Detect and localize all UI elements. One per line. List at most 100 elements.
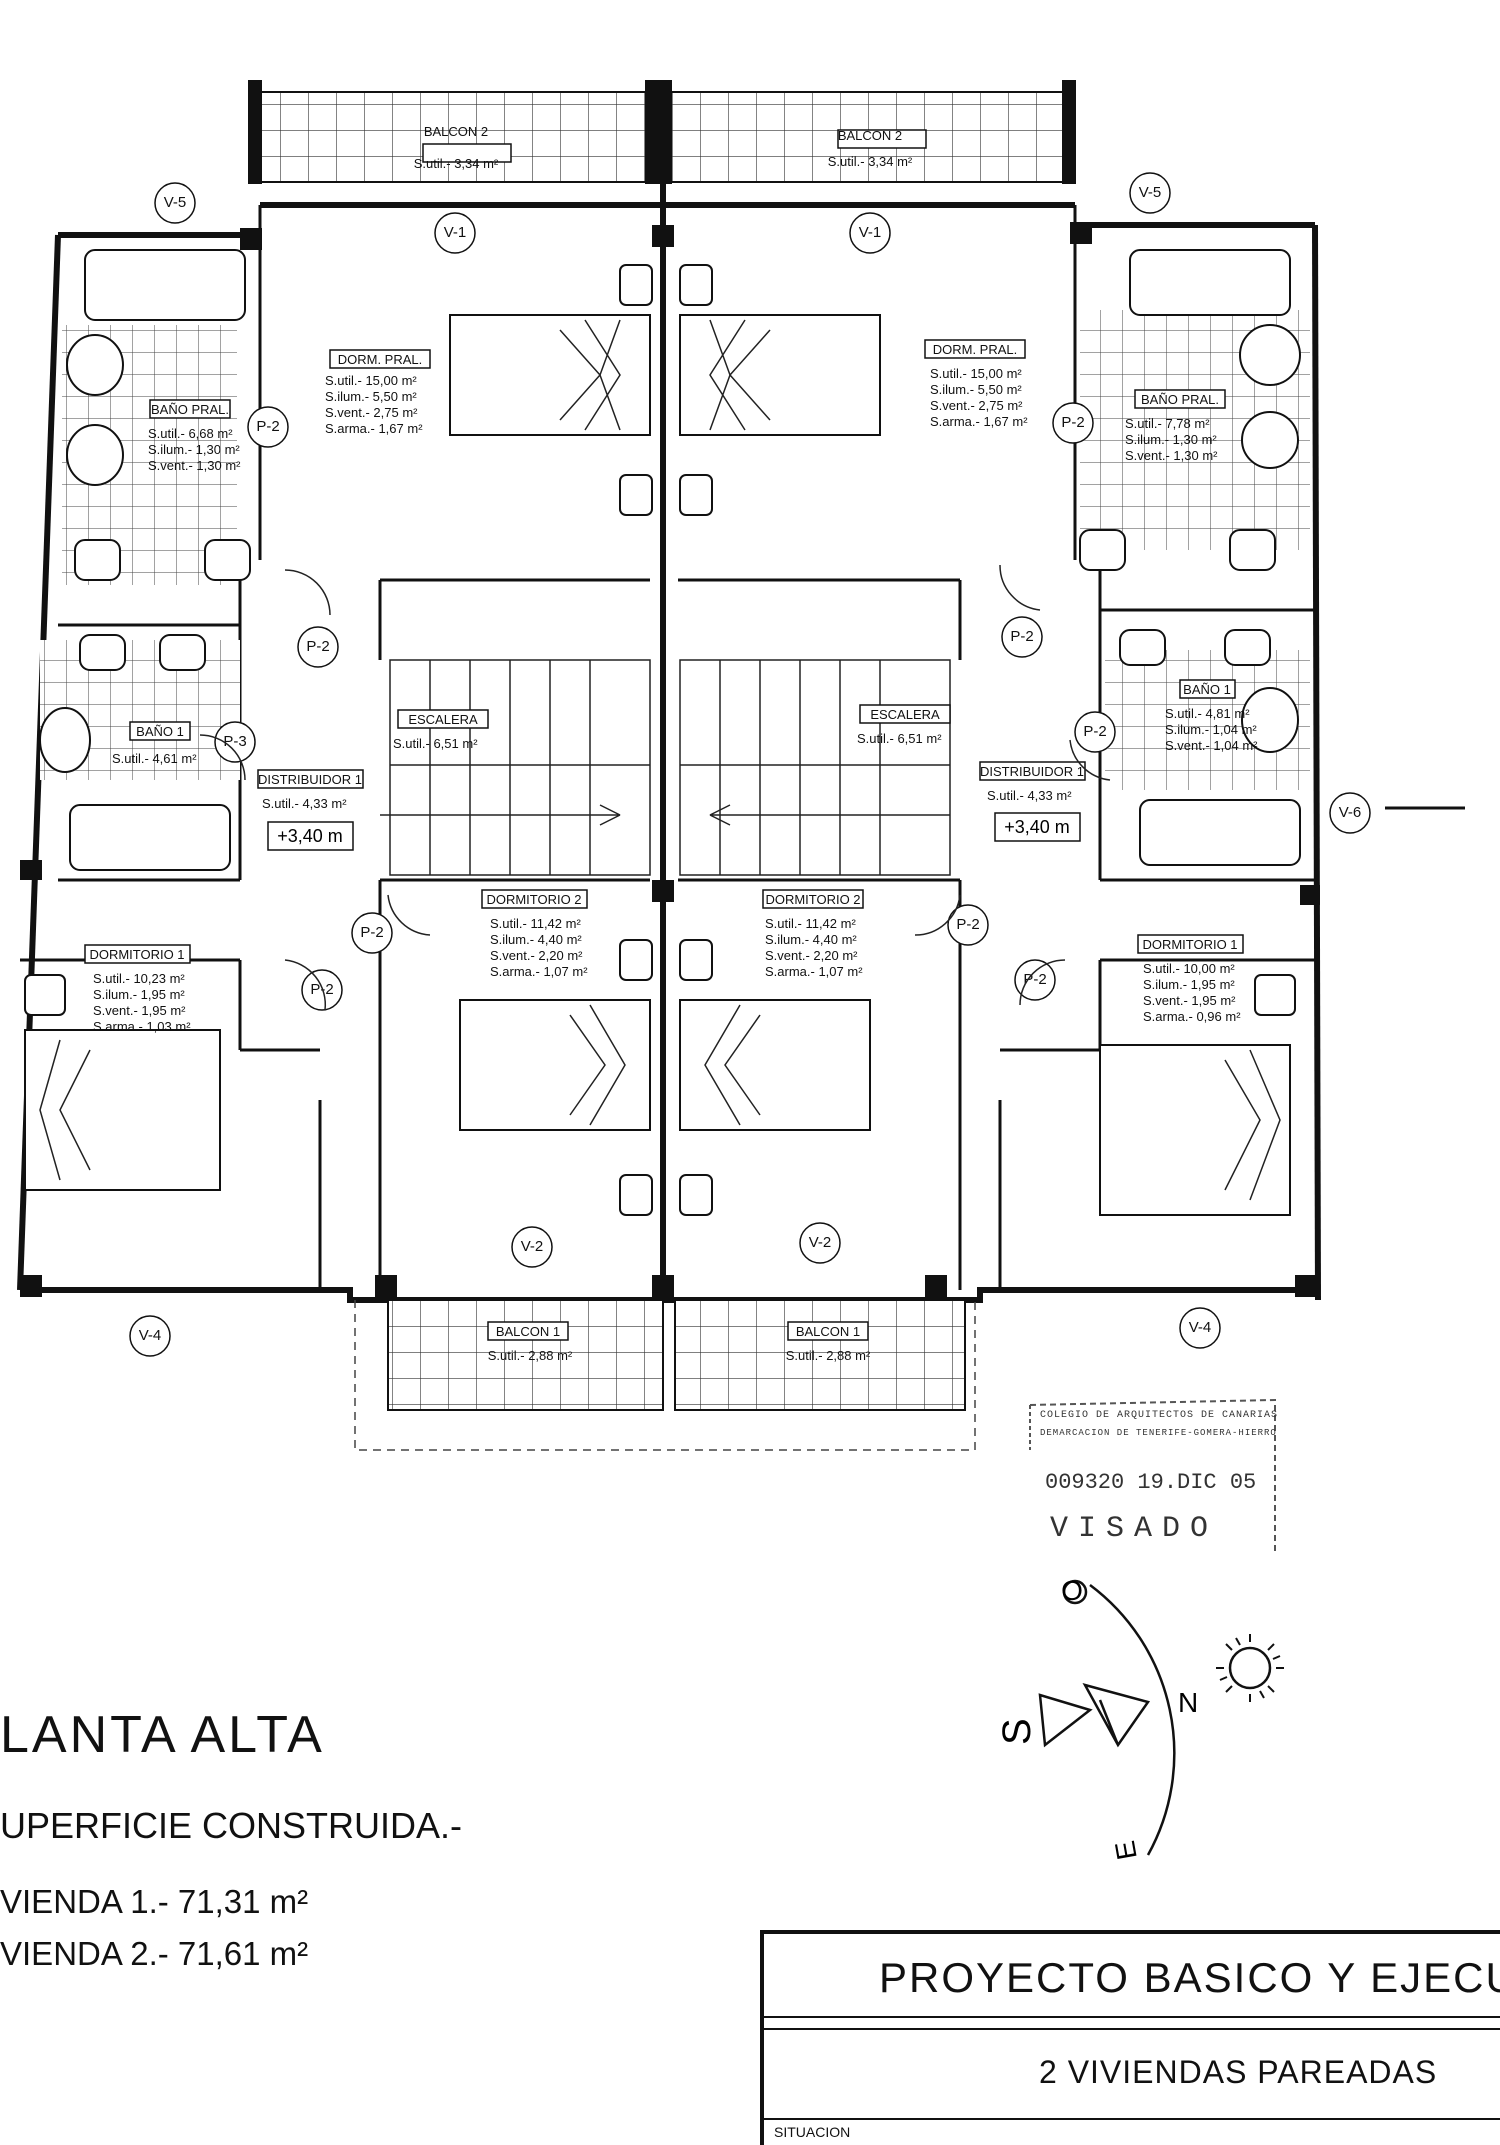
dormitorio-1-right-util: S.util.- 10,00 m² bbox=[1143, 961, 1235, 976]
dormitorio-2-left-vent: S.vent.- 2,20 m² bbox=[490, 948, 583, 963]
bed-dormitorio-2-left bbox=[459, 939, 653, 1216]
dorm-pral-left-vent: S.vent.- 2,75 m² bbox=[325, 405, 418, 420]
bed-dorm-pral-right bbox=[679, 264, 881, 516]
svg-text:V-2: V-2 bbox=[809, 1234, 832, 1251]
dormitorio-1-left-vent: S.vent.- 1,95 m² bbox=[93, 1003, 186, 1018]
bano-pral-left-ilum: S.ilum.- 1,30 m² bbox=[148, 442, 240, 457]
project-description: 2 VIVIENDAS PAREADAS bbox=[1039, 2054, 1438, 2090]
dormitorio-2-left-ilum: S.ilum.- 4,40 m² bbox=[490, 932, 582, 947]
tag-v1-left: V-1 bbox=[434, 212, 476, 254]
distribuidor-right-util: S.util.- 4,33 m² bbox=[987, 788, 1072, 803]
bano-pral-right-name: BAÑO PRAL. bbox=[1141, 392, 1219, 407]
tag-p2-bano-pral-left: P-2 bbox=[247, 406, 289, 448]
balcon-1-right-name: BALCON 1 bbox=[796, 1324, 860, 1339]
tag-p2-hall-left: P-2 bbox=[297, 626, 339, 668]
dormitorio-1-right-name: DORMITORIO 1 bbox=[1142, 937, 1237, 952]
bano-1-right bbox=[1105, 629, 1310, 866]
tag-v1-right: V-1 bbox=[849, 212, 891, 254]
svg-text:V-2: V-2 bbox=[521, 1238, 544, 1255]
dormitorio-1-left-ilum: S.ilum.- 1,95 m² bbox=[93, 987, 185, 1002]
svg-text:P-2: P-2 bbox=[1083, 723, 1106, 740]
tag-v2-right: V-2 bbox=[799, 1222, 841, 1264]
balcon-1-left-util: S.util.- 2,88 m² bbox=[488, 1348, 573, 1363]
dorm-pral-left-arma: S.arma.- 1,67 m² bbox=[325, 421, 423, 436]
balcon-1-right-util: S.util.- 2,88 m² bbox=[786, 1348, 871, 1363]
svg-text:V-6: V-6 bbox=[1339, 804, 1362, 821]
title-block: PROYECTO BASICO Y EJECU 2 VIVIENDAS PARE… bbox=[760, 1930, 1500, 2145]
distribuidor-left-name: DISTRIBUIDOR 1 bbox=[258, 772, 362, 787]
svg-text:V-4: V-4 bbox=[139, 1327, 162, 1344]
bano-1-right-vent: S.vent.- 1,04 m² bbox=[1165, 738, 1258, 753]
tag-p2-bano-pral-right: P-2 bbox=[1052, 402, 1094, 444]
svg-text:P-2: P-2 bbox=[1061, 414, 1084, 431]
tag-p2-bano-1-right: P-2 bbox=[1074, 711, 1116, 753]
tag-v6: V-6 bbox=[1329, 792, 1371, 834]
bed-dormitorio-1-left bbox=[24, 974, 221, 1191]
vivienda-2-area: VIENDA 2.- 71,61 m² bbox=[0, 1935, 309, 1972]
tag-v4-right: V-4 bbox=[1179, 1307, 1221, 1349]
balcon-2-left bbox=[248, 80, 659, 184]
bano-1-right-util: S.util.- 4,81 m² bbox=[1165, 706, 1250, 721]
bano-pral-left-util: S.util.- 6,68 m² bbox=[148, 426, 233, 441]
tag-p2-dorm1-left: P-2 bbox=[301, 969, 343, 1011]
distribuidor-left-level: +3,40 m bbox=[277, 826, 343, 846]
situacion-label: SITUACION bbox=[774, 2124, 851, 2140]
dorm-pral-right-ilum: S.ilum.- 5,50 m² bbox=[930, 382, 1022, 397]
bano-1-left-util: S.util.- 4,61 m² bbox=[112, 751, 197, 766]
stamp-line-1: COLEGIO DE ARQUITECTOS DE CANARIAS bbox=[1040, 1410, 1279, 1421]
distribuidor-right-name: DISTRIBUIDOR 1 bbox=[980, 764, 1084, 779]
tag-p2-dorm2-right: P-2 bbox=[947, 904, 989, 946]
svg-text:P-2: P-2 bbox=[1023, 971, 1046, 988]
dorm-pral-left-name: DORM. PRAL. bbox=[338, 352, 423, 367]
project-title: PROYECTO BASICO Y EJECU bbox=[879, 1954, 1500, 2001]
tag-v2-left: V-2 bbox=[511, 1226, 553, 1268]
svg-text:P-2: P-2 bbox=[360, 924, 383, 941]
escalera-right bbox=[679, 659, 951, 876]
balcon-2-right-name: BALCON 2 bbox=[838, 128, 902, 143]
svg-text:V-1: V-1 bbox=[859, 224, 882, 241]
drawing-title: LANTA ALTA bbox=[0, 1706, 325, 1764]
escalera-left bbox=[380, 659, 651, 876]
bano-1-left bbox=[39, 634, 240, 871]
tag-v5-right: V-5 bbox=[1129, 172, 1171, 214]
dorm-pral-right-util: S.util.- 15,00 m² bbox=[930, 366, 1022, 381]
escalera-right-name: ESCALERA bbox=[870, 707, 940, 722]
bano-1-left-name: BAÑO 1 bbox=[136, 724, 184, 739]
escalera-right-util: S.util.- 6,51 m² bbox=[857, 731, 942, 746]
dorm-pral-left-ilum: S.ilum.- 5,50 m² bbox=[325, 389, 417, 404]
stamp-visado: VISADO bbox=[1050, 1512, 1219, 1546]
bed-dormitorio-2-right bbox=[679, 939, 871, 1216]
balcon-2-right-util: S.util.- 3,34 m² bbox=[828, 154, 913, 169]
bano-pral-right bbox=[1079, 249, 1310, 571]
svg-text:V-4: V-4 bbox=[1189, 1319, 1212, 1336]
bano-pral-right-util: S.util.- 7,78 m² bbox=[1125, 416, 1210, 431]
compass-rose: O S N E bbox=[995, 1575, 1284, 1862]
distribuidor-right-level: +3,40 m bbox=[1004, 817, 1070, 837]
svg-text:P-2: P-2 bbox=[306, 638, 329, 655]
svg-text:P-2: P-2 bbox=[1010, 628, 1033, 645]
bano-1-right-ilum: S.ilum.- 1,04 m² bbox=[1165, 722, 1257, 737]
dormitorio-2-right-ilum: S.ilum.- 4,40 m² bbox=[765, 932, 857, 947]
stamp-frame bbox=[1029, 1398, 1276, 1555]
dormitorio-1-right-vent: S.vent.- 1,95 m² bbox=[1143, 993, 1236, 1008]
tag-p2-dorm1-right: P-2 bbox=[1014, 959, 1056, 1001]
tag-p3-bano-1-left: P-3 bbox=[214, 721, 256, 763]
dormitorio-1-right-arma: S.arma.- 0,96 m² bbox=[1143, 1009, 1241, 1024]
dormitorio-1-left-util: S.util.- 10,23 m² bbox=[93, 971, 185, 986]
dormitorio-1-left-arma: S.arma.- 1,03 m² bbox=[93, 1019, 191, 1034]
svg-text:P-3: P-3 bbox=[223, 733, 246, 750]
dormitorio-2-left-arma: S.arma.- 1,07 m² bbox=[490, 964, 588, 979]
dormitorio-2-right-util: S.util.- 11,42 m² bbox=[765, 916, 856, 931]
distribuidor-left-util: S.util.- 4,33 m² bbox=[262, 796, 347, 811]
bano-1-right-name: BAÑO 1 bbox=[1183, 682, 1231, 697]
balcon-1-left-name: BALCON 1 bbox=[496, 1324, 560, 1339]
balcon-2-left-name: BALCON 2 bbox=[424, 124, 488, 139]
dormitorio-1-left-name: DORMITORIO 1 bbox=[89, 947, 184, 962]
svg-text:P-2: P-2 bbox=[256, 418, 279, 435]
vivienda-1-area: VIENDA 1.- 71,31 m² bbox=[0, 1883, 309, 1920]
bano-pral-left-vent: S.vent.- 1,30 m² bbox=[148, 458, 241, 473]
svg-text:V-5: V-5 bbox=[164, 194, 187, 211]
bano-pral-right-vent: S.vent.- 1,30 m² bbox=[1125, 448, 1218, 463]
balcon-1-left bbox=[387, 1299, 664, 1411]
